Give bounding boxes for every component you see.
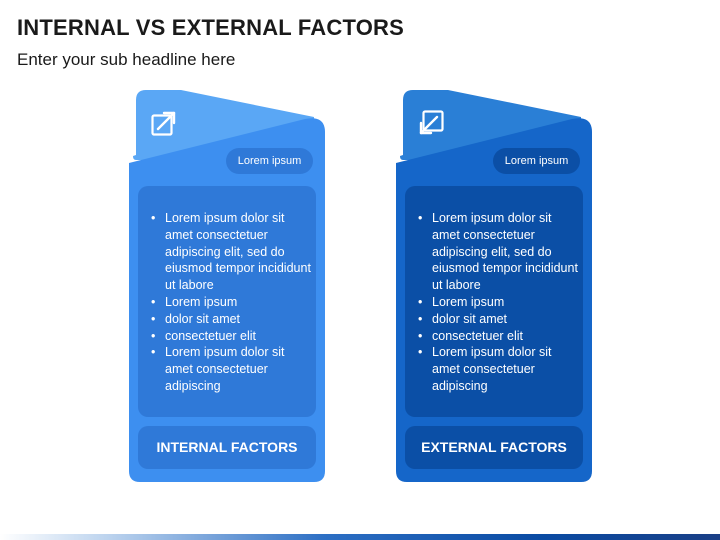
arrow-down-left-icon bbox=[419, 110, 444, 135]
list-item: dolor sit amet bbox=[418, 311, 580, 328]
card-tag: Lorem ipsum bbox=[226, 148, 313, 174]
list-item: Lorem ipsum bbox=[151, 294, 313, 311]
list-item: Lorem ipsum bbox=[418, 294, 580, 311]
card-footer-label: INTERNAL FACTORS bbox=[138, 426, 316, 469]
slide-title: INTERNAL VS EXTERNAL FACTORS bbox=[17, 15, 404, 40]
slide-subtitle: Enter your sub headline here bbox=[17, 50, 236, 69]
content-panel: Lorem ipsum dolor sit amet consectetuer … bbox=[405, 186, 583, 417]
list-item: Lorem ipsum dolor sit amet consectetuer … bbox=[151, 210, 313, 294]
list-item: consectetuer elit bbox=[151, 328, 313, 345]
card-tag: Lorem ipsum bbox=[493, 148, 580, 174]
internal-factors-card: Lorem ipsum Lorem ipsum dolor sit amet c… bbox=[129, 90, 325, 482]
list-item: consectetuer elit bbox=[418, 328, 580, 345]
bottom-accent-bar bbox=[0, 534, 720, 540]
list-item: dolor sit amet bbox=[151, 311, 313, 328]
list-item: Lorem ipsum dolor sit amet consectetuer … bbox=[418, 210, 580, 294]
card-footer-label: EXTERNAL FACTORS bbox=[405, 426, 583, 469]
content-panel: Lorem ipsum dolor sit amet consectetuer … bbox=[138, 186, 316, 417]
bullet-list: Lorem ipsum dolor sit amet consectetuer … bbox=[418, 210, 580, 395]
external-factors-card: Lorem ipsum Lorem ipsum dolor sit amet c… bbox=[396, 90, 592, 482]
list-item: Lorem ipsum dolor sit amet consectetuer … bbox=[151, 344, 313, 394]
arrow-up-right-icon bbox=[151, 111, 176, 136]
bullet-list: Lorem ipsum dolor sit amet consectetuer … bbox=[151, 210, 313, 395]
list-item: Lorem ipsum dolor sit amet consectetuer … bbox=[418, 344, 580, 394]
